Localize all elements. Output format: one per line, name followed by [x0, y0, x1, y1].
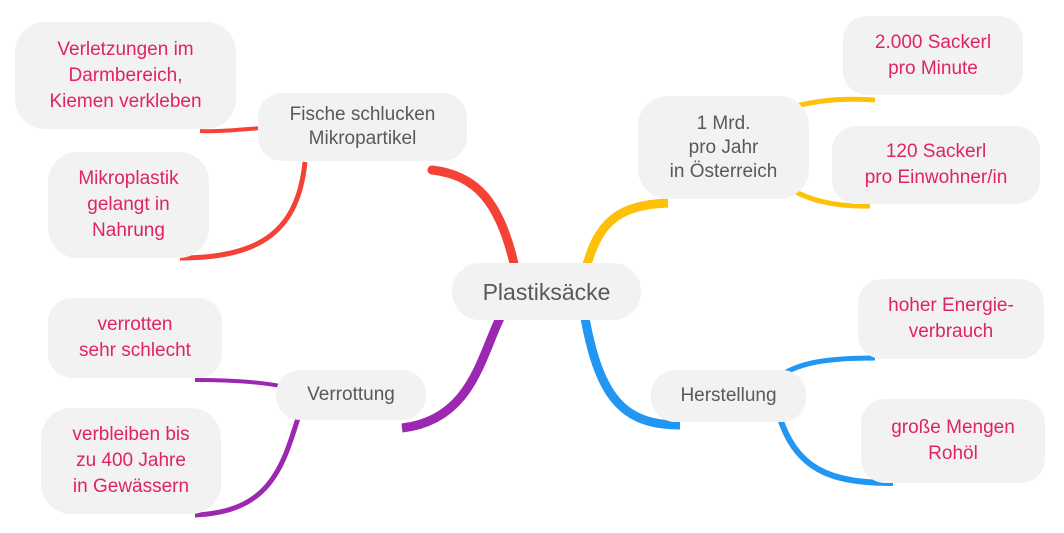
leaf-connector-fische-1 [199, 126, 263, 134]
root-node[interactable]: Plastiksäcke [452, 263, 641, 320]
branch-node-mrd[interactable]: 1 Mrd. pro Jahr in Österreich [638, 96, 809, 199]
leaf-node-fische-1[interactable]: Verletzungen im Darmbereich, Kiemen verk… [15, 22, 236, 129]
leaf-node-fische-2[interactable]: Mikroplastik gelangt in Nahrung [48, 152, 209, 258]
leaf-connector-verrottung-1 [194, 378, 291, 390]
leaf-node-verrottung-2[interactable]: verbleiben bis zu 400 Jahre in Gewässern [41, 408, 221, 514]
leaf-connector-verrottung-2 [194, 417, 301, 518]
branch-connector-herstellung [580, 317, 681, 430]
leaf-node-mrd-2[interactable]: 120 Sackerl pro Einwohner/in [832, 126, 1040, 204]
branch-connector-fische [427, 165, 520, 273]
leaf-node-verrottung-1[interactable]: verrotten sehr schlecht [48, 298, 222, 378]
leaf-node-herstellung-1[interactable]: hoher Energie- verbrauch [858, 279, 1044, 359]
leaf-node-mrd-1[interactable]: 2.000 Sackerl pro Minute [843, 16, 1023, 95]
branch-connector-verrottung [401, 316, 505, 433]
branch-node-herstellung[interactable]: Herstellung [651, 370, 806, 422]
branch-node-fische[interactable]: Fische schlucken Mikropartikel [258, 93, 467, 161]
leaf-connector-herstellung-2 [775, 411, 894, 486]
branch-connector-mrd [581, 198, 669, 270]
leaf-node-herstellung-2[interactable]: große Mengen Rohöl [861, 399, 1045, 483]
leaf-connector-fische-2 [179, 161, 308, 261]
branch-node-verrottung[interactable]: Verrottung [276, 370, 426, 420]
